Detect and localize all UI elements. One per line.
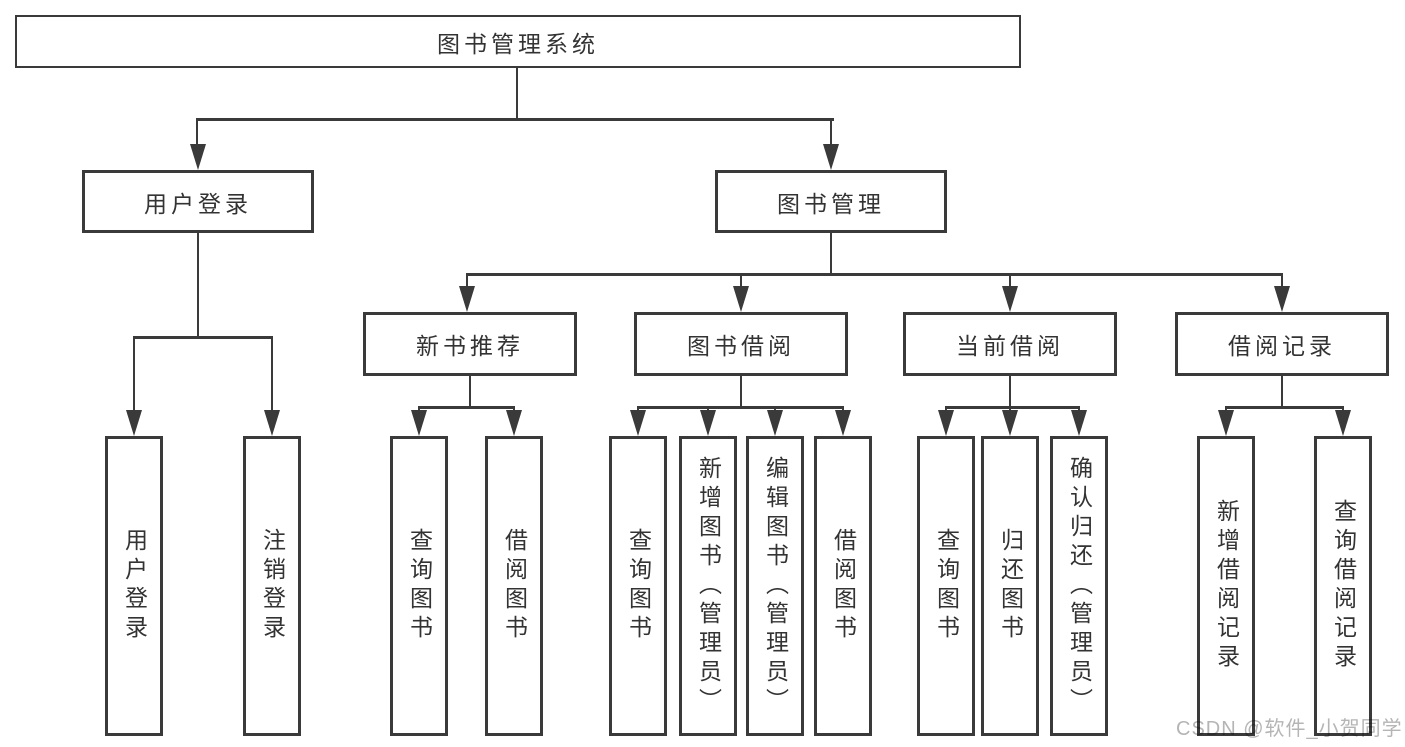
leaf-borrow-add-label: 新增图书（管理员）	[695, 455, 722, 717]
arrow-down-icon	[1002, 410, 1018, 436]
connector-line	[418, 406, 515, 409]
connector-line	[196, 118, 198, 146]
node-book-borrow: 图书借阅	[634, 312, 848, 376]
leaf-logout-label: 注销登录	[259, 528, 286, 644]
leaf-records-add-label: 新增借阅记录	[1213, 499, 1240, 673]
leaf-current-confirm-label: 确认归还（管理员）	[1066, 455, 1093, 717]
node-borrow-records-label: 借阅记录	[1228, 333, 1336, 359]
leaf-user-login: 用户登录	[105, 436, 163, 736]
connector-line	[740, 376, 742, 406]
node-current-borrow: 当前借阅	[903, 312, 1117, 376]
connector-line	[830, 118, 832, 146]
arrow-down-icon	[733, 286, 749, 312]
connector-line	[516, 68, 518, 118]
node-book-mgmt-label: 图书管理	[777, 190, 885, 217]
leaf-borrow-borrow: 借阅图书	[814, 436, 872, 736]
connector-line	[1281, 273, 1283, 288]
arrow-down-icon	[1218, 410, 1234, 436]
leaf-borrow-edit-label: 编辑图书（管理员）	[762, 455, 789, 717]
leaf-records-query-label: 查询借阅记录	[1330, 499, 1357, 673]
node-book-mgmt: 图书管理	[715, 170, 947, 233]
leaf-records-add: 新增借阅记录	[1197, 436, 1255, 736]
connector-line	[1281, 376, 1283, 406]
arrow-down-icon	[264, 410, 280, 436]
node-user-login-label: 用户登录	[144, 190, 252, 217]
node-borrow-records: 借阅记录	[1175, 312, 1389, 376]
node-root-label: 图书管理系统	[437, 30, 599, 57]
arrow-down-icon	[459, 286, 475, 312]
arrow-down-icon	[506, 410, 522, 436]
connector-line	[133, 336, 273, 339]
leaf-newbook-query: 查询图书	[390, 436, 448, 736]
leaf-current-return-label: 归还图书	[997, 528, 1024, 644]
leaf-newbook-borrow: 借阅图书	[485, 436, 543, 736]
leaf-borrow-query: 查询图书	[609, 436, 667, 736]
arrow-down-icon	[126, 410, 142, 436]
node-user-login: 用户登录	[82, 170, 314, 233]
arrow-down-icon	[767, 410, 783, 436]
node-new-book-rec: 新书推荐	[363, 312, 577, 376]
leaf-borrow-edit: 编辑图书（管理员）	[746, 436, 804, 736]
leaf-user-login-label: 用户登录	[121, 528, 148, 644]
arrow-down-icon	[1274, 286, 1290, 312]
arrow-down-icon	[190, 144, 206, 170]
connector-line	[196, 118, 834, 121]
connector-line	[1009, 376, 1011, 406]
leaf-borrow-query-label: 查询图书	[625, 528, 652, 644]
arrow-down-icon	[1071, 410, 1087, 436]
arrow-down-icon	[938, 410, 954, 436]
connector-line	[133, 336, 135, 412]
leaf-current-query-label: 查询图书	[933, 528, 960, 644]
leaf-newbook-borrow-label: 借阅图书	[501, 528, 528, 644]
leaf-current-return: 归还图书	[981, 436, 1039, 736]
leaf-newbook-query-label: 查询图书	[406, 528, 433, 644]
connector-line	[469, 376, 471, 406]
connector-line	[197, 233, 199, 336]
arrow-down-icon	[630, 410, 646, 436]
node-book-borrow-label: 图书借阅	[687, 333, 795, 359]
connector-line	[740, 273, 742, 288]
connector-line	[945, 406, 1080, 409]
connector-line	[466, 273, 468, 288]
leaf-borrow-add: 新增图书（管理员）	[679, 436, 737, 736]
arrow-down-icon	[823, 144, 839, 170]
node-root: 图书管理系统	[15, 15, 1021, 68]
leaf-current-query: 查询图书	[917, 436, 975, 736]
arrow-down-icon	[700, 410, 716, 436]
leaf-borrow-borrow-label: 借阅图书	[830, 528, 857, 644]
connector-line	[1009, 273, 1011, 288]
connector-line	[830, 233, 832, 273]
arrow-down-icon	[411, 410, 427, 436]
connector-line	[1225, 406, 1344, 409]
leaf-records-query: 查询借阅记录	[1314, 436, 1372, 736]
connector-line	[637, 406, 844, 409]
leaf-current-confirm: 确认归还（管理员）	[1050, 436, 1108, 736]
connector-line	[271, 336, 273, 412]
arrow-down-icon	[1002, 286, 1018, 312]
arrow-down-icon	[835, 410, 851, 436]
node-current-borrow-label: 当前借阅	[956, 333, 1064, 359]
connector-line	[466, 273, 1283, 276]
leaf-logout: 注销登录	[243, 436, 301, 736]
node-new-book-rec-label: 新书推荐	[416, 333, 524, 359]
arrow-down-icon	[1335, 410, 1351, 436]
csdn-watermark: CSDN @软件_小贺同学	[1176, 718, 1403, 740]
